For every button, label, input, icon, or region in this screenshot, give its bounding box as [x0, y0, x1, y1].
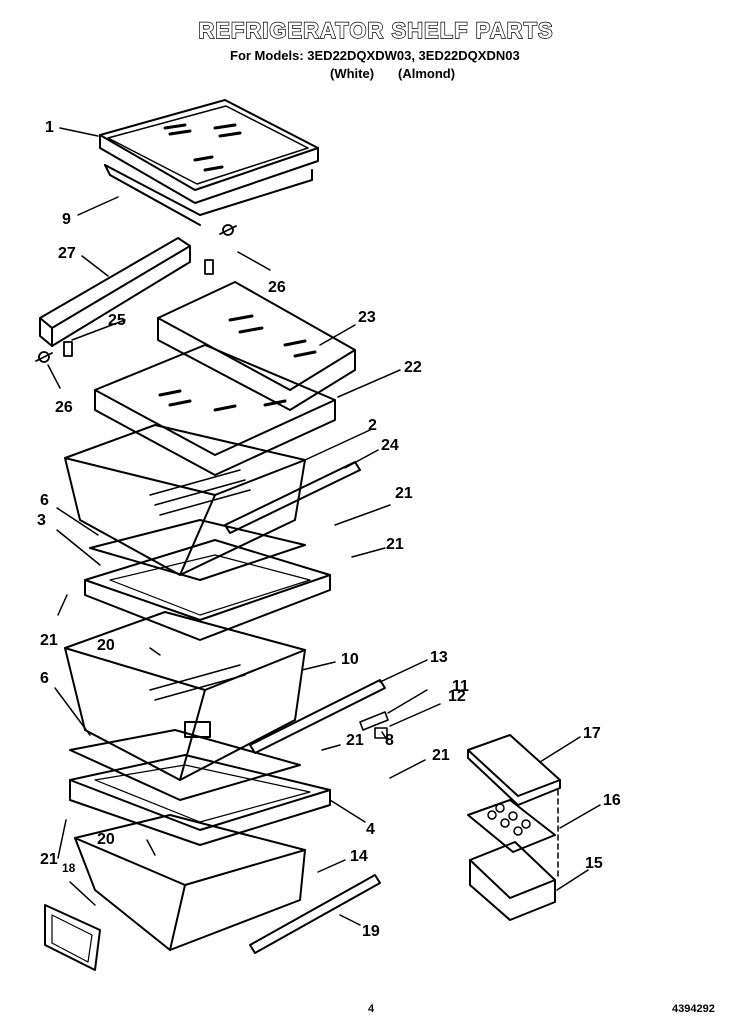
callout-6: 6 — [40, 492, 49, 509]
callout-6b: 6 — [40, 670, 49, 687]
page-title: REFRIGERATOR SHELF PARTS — [198, 17, 554, 43]
callout-26: 26 — [268, 279, 286, 296]
callout-21c: 21 — [40, 632, 58, 649]
callout-21a: 21 — [395, 485, 413, 502]
shelf-rail — [39, 237, 191, 347]
callout-16: 16 — [603, 792, 621, 809]
glass-shelf-23 — [157, 281, 356, 411]
callout-15: 15 — [585, 855, 603, 872]
callout-9: 9 — [62, 211, 71, 228]
humidity-control — [359, 711, 389, 739]
drawer-rod-19 — [249, 874, 381, 954]
callout-24: 24 — [381, 437, 399, 454]
callout-2: 2 — [368, 417, 377, 434]
callout-4: 4 — [366, 821, 375, 838]
callout-12: 12 — [448, 688, 466, 705]
color-almond: (Almond) — [398, 66, 456, 81]
callout-20a: 20 — [97, 637, 115, 654]
crisper-drawer-upper — [64, 424, 306, 576]
callout-14: 14 — [350, 848, 368, 865]
leader-lines — [47, 127, 601, 926]
callout-25: 25 — [108, 312, 126, 329]
crisper-cover-upper — [84, 519, 331, 641]
egg-bin-assembly — [467, 734, 561, 921]
callout-27: 27 — [58, 245, 76, 262]
color-white: (White) — [330, 66, 375, 81]
page-number: 4 — [368, 1003, 375, 1015]
label-card — [44, 904, 101, 971]
drawer-rod-24 — [224, 461, 361, 534]
callout-26b: 26 — [55, 399, 73, 416]
callout-1: 1 — [45, 119, 54, 136]
callout-8: 8 — [385, 732, 394, 749]
callout-21e: 21 — [432, 747, 450, 764]
top-glass-shelf — [99, 99, 319, 226]
drawer-rod-13 — [249, 679, 386, 754]
callout-23: 23 — [358, 309, 376, 326]
callout-10: 10 — [341, 651, 359, 668]
callout-21b: 21 — [386, 536, 404, 553]
callout-19: 19 — [362, 923, 380, 940]
callout-11: 11 — [452, 678, 469, 695]
screws — [35, 224, 237, 363]
callout-18: 18 — [62, 861, 76, 875]
shelf-frame-22 — [94, 344, 336, 476]
callout-3: 3 — [37, 512, 46, 529]
callout-21f: 21 — [40, 851, 58, 868]
callout-13: 13 — [430, 649, 448, 666]
crisper-cover-lower — [69, 729, 331, 846]
callout-21d: 21 — [346, 732, 364, 749]
models-line: For Models: 3ED22DQXDW03, 3ED22DQXDN03 — [230, 48, 520, 63]
callout-22: 22 — [404, 359, 422, 376]
document-number: 4394292 — [672, 1003, 715, 1015]
callout-20b: 20 — [97, 831, 115, 848]
callout-17: 17 — [583, 725, 601, 742]
bottom-drawer — [74, 814, 306, 951]
